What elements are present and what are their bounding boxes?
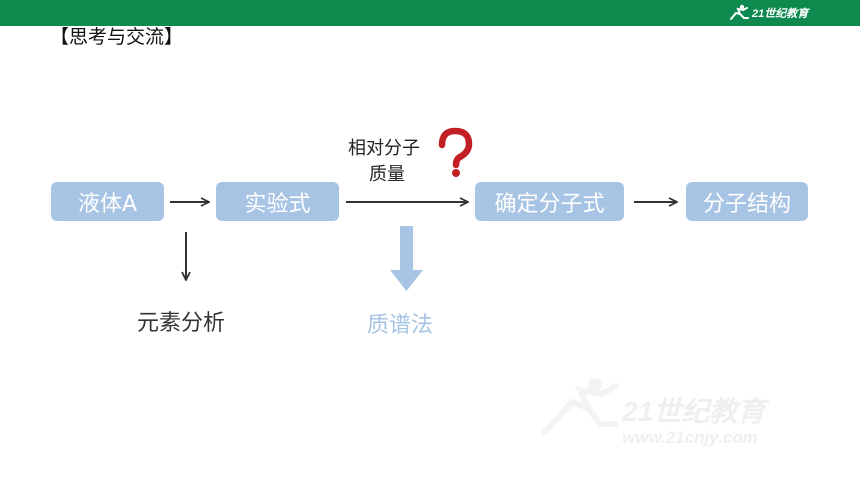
node-molecular-formula: 确定分子式 — [475, 182, 624, 221]
watermark-logo-text: 21世纪教育 — [622, 396, 766, 427]
annotation-relative-mass-line1: 相对分子 — [348, 138, 420, 159]
question-mark-icon — [438, 127, 473, 177]
slide-title: 【思考与交流】 — [50, 26, 184, 48]
watermark-runner-icon — [542, 378, 619, 435]
runner-icon — [730, 4, 749, 20]
node-liquid-a: 液体A — [51, 182, 164, 221]
node-molecular-structure: 分子结构 — [686, 182, 808, 221]
node-empirical-formula: 实验式 — [216, 182, 339, 221]
brand-logo: 21世纪教育 — [728, 4, 808, 22]
watermark-url: www.21cnjy.com — [622, 428, 758, 447]
label-mass-spectrometry: 质谱法 — [367, 313, 434, 338]
annotation-relative-mass-line2: 质量 — [369, 164, 405, 185]
label-elemental-analysis: 元素分析 — [137, 311, 226, 336]
header-bar — [0, 0, 860, 26]
logo-text: 21世纪教育 — [752, 8, 809, 20]
block-arrow-mass-spec — [390, 226, 423, 291]
